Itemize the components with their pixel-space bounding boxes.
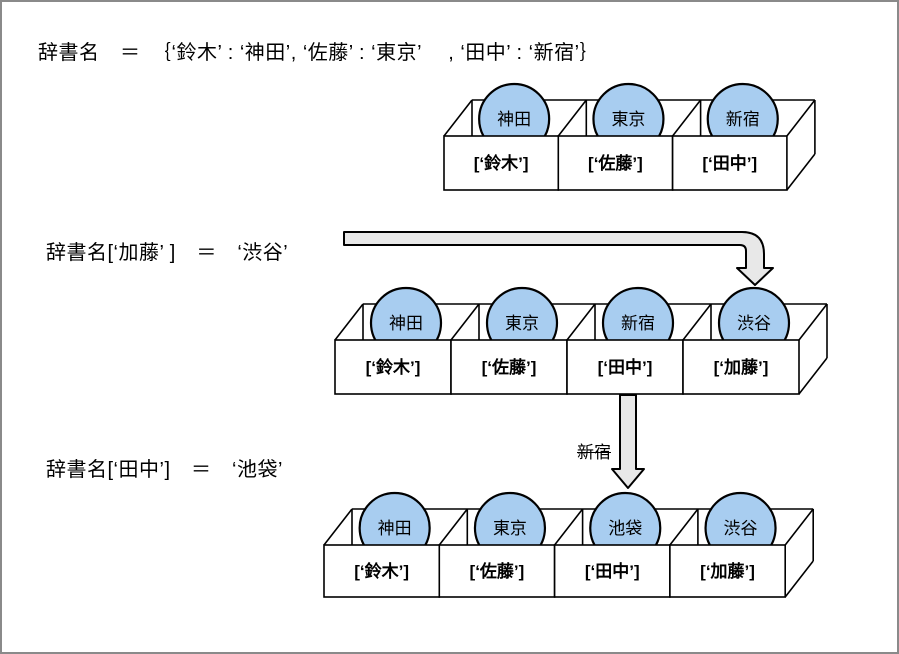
divider-slant-edge (334, 303, 364, 341)
key-label: [‘加藤’] (714, 358, 769, 377)
statement-assign-tanaka: 辞書名[‘田中’] ＝ ‘池袋’ (46, 459, 283, 481)
key-label: [‘鈴木’] (354, 561, 409, 581)
key-label: [‘田中’] (702, 153, 757, 173)
statement-dict-init: 辞書名 ＝ ｛‘鈴木’ : ‘神田’, ‘佐藤’ : ‘東京’ , ‘田中’ :… (38, 42, 601, 64)
dict-state-initial: 神田 [‘鈴木’] 東京 [‘佐藤’] 新宿 [‘田中’] (443, 82, 816, 191)
key-label: [‘田中’] (598, 357, 653, 377)
box-right-bottom-slant (798, 357, 828, 395)
key-label: [‘佐藤’] (482, 357, 537, 377)
box-right-bottom-slant (786, 153, 816, 191)
value-label: 渋谷 (724, 519, 758, 538)
value-label: 神田 (497, 110, 531, 129)
key-label: [‘佐藤’] (470, 561, 525, 581)
divider-slant-edge (450, 303, 480, 341)
value-label: 渋谷 (737, 314, 771, 333)
box-right-top-slant (798, 303, 828, 341)
replace-shinjuku-down-arrow (611, 394, 645, 489)
value-label: 新宿 (726, 110, 760, 129)
value-label: 東京 (611, 110, 645, 129)
divider-slant-edge (553, 508, 584, 546)
add-kato-bent-arrow (343, 231, 774, 286)
value-label: 神田 (389, 314, 423, 333)
divider-slant-edge (438, 508, 468, 546)
value-label: 神田 (378, 519, 412, 538)
key-cell (450, 339, 568, 395)
divider-slant-edge (671, 99, 702, 137)
key-cell (323, 544, 441, 598)
dict-state-after-add: 神田 [‘鈴木’] 東京 [‘佐藤’] 新宿 [‘田中’] 渋谷 [‘加藤’] (334, 286, 828, 395)
removed-value-label: 新宿 (577, 443, 611, 462)
key-label: [‘田中’] (585, 561, 640, 581)
value-label: 東京 (505, 314, 539, 333)
key-cell (669, 544, 787, 598)
divider-slant-edge (557, 99, 587, 137)
box-right-top-slant (784, 508, 814, 546)
value-label: 池袋 (608, 519, 642, 538)
key-cell (566, 339, 684, 395)
dict-state-after-replace: 神田 [‘鈴木’] 東京 [‘佐藤’] 池袋 [‘田中’] 渋谷 [‘加藤’] (323, 491, 815, 598)
key-label: [‘鈴木’] (474, 153, 529, 173)
key-cell (682, 339, 800, 395)
divider-slant-edge (682, 303, 712, 341)
key-label: [‘鈴木’] (366, 357, 421, 377)
box-right-top-slant (786, 99, 816, 137)
value-label: 東京 (493, 519, 527, 538)
divider-slant-edge (566, 303, 596, 341)
key-cell (671, 135, 788, 191)
key-cell (438, 544, 556, 598)
key-label: [‘加藤’] (700, 562, 755, 581)
divider-slant-edge (323, 508, 353, 546)
divider-slant-edge (443, 99, 473, 137)
box-right-bottom-slant (784, 560, 814, 598)
divider-slant-edge (669, 508, 699, 546)
key-cell (553, 544, 671, 598)
statement-add-kato: 辞書名[‘加藤’ ] ＝ ‘渋谷’ (46, 242, 289, 264)
key-cell (334, 339, 452, 395)
key-label: [‘佐藤’] (588, 153, 643, 173)
value-label: 新宿 (621, 314, 655, 333)
